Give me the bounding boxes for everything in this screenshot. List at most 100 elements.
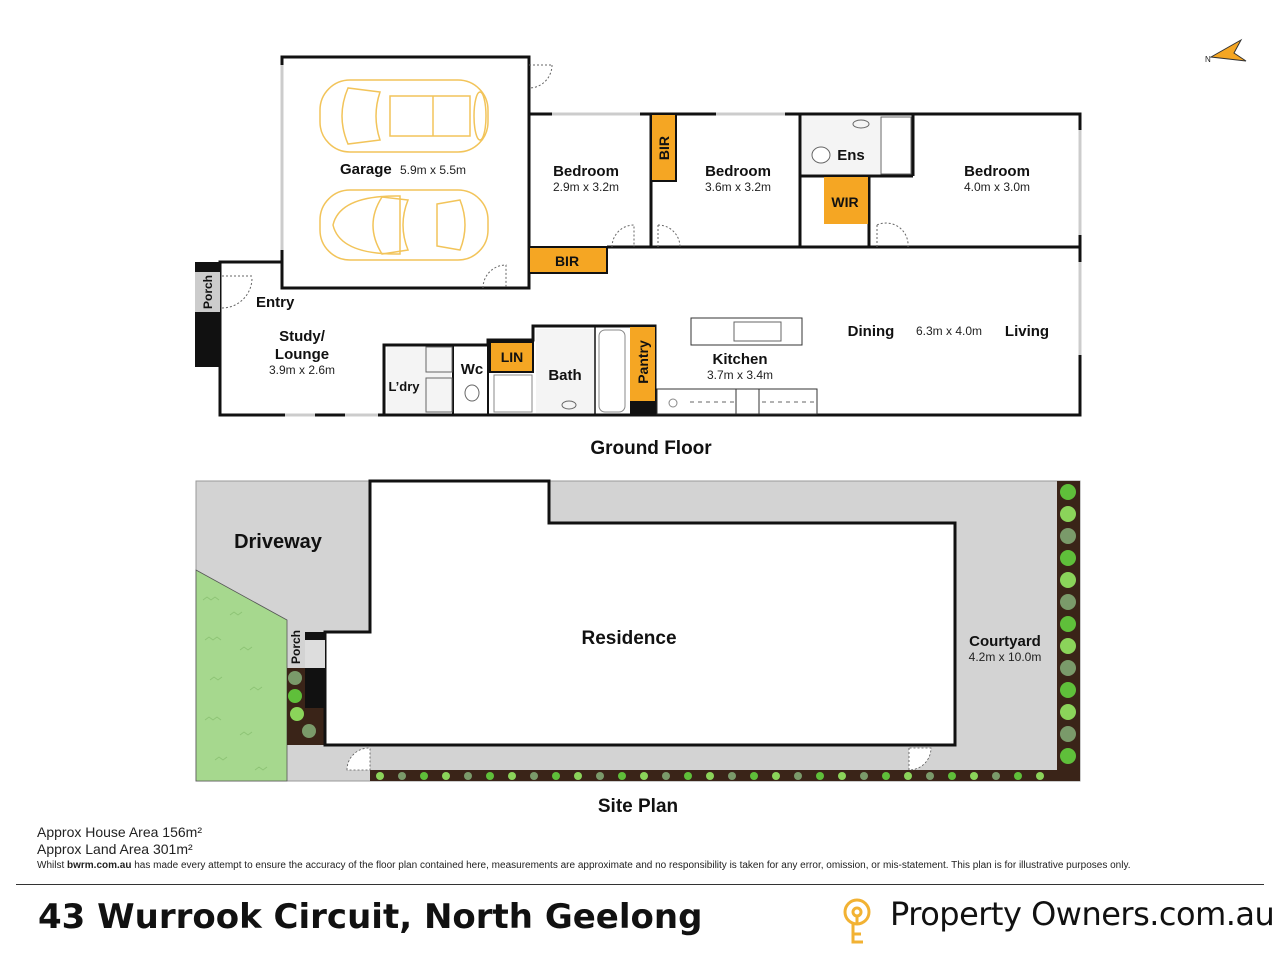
plant-icon (302, 724, 316, 738)
plant-icon (618, 772, 626, 780)
lightbulb-logo-icon (843, 898, 871, 944)
disclaimer-text: has made every attempt to ensure the acc… (131, 860, 1131, 871)
plant-icon (1060, 506, 1076, 522)
plant-icon (1060, 484, 1076, 500)
plant-icon (772, 772, 780, 780)
toilet-icon (811, 146, 831, 164)
gate-swing (346, 747, 371, 771)
wc-label: Wc (461, 361, 484, 378)
house-area: Approx House Area 156m² (37, 824, 202, 840)
plant-icon (816, 772, 824, 780)
bir2-label: BIR (656, 136, 672, 160)
footer-divider (16, 884, 1264, 885)
property-address: 43 Wurrook Circuit, North Geelong (38, 897, 703, 937)
study-size: 3.9m x 2.6m (269, 363, 335, 377)
garage-size: 5.9m x 5.5m (400, 163, 466, 177)
linen-closet (489, 341, 534, 373)
plant-icon (662, 772, 670, 780)
plant-icon (706, 772, 714, 780)
area-notes: Approx House Area 156m² Approx Land Area… (37, 824, 202, 858)
laundry-label: L’dry (388, 379, 420, 394)
plant-icon (464, 772, 472, 780)
wir-label: WIR (831, 194, 858, 210)
brand-name: Property Owners.com.au (890, 895, 1275, 933)
disclaimer: Whilst bwrm.com.au has made every attemp… (37, 860, 1130, 871)
garden-bed (370, 770, 1080, 781)
plant-icon (992, 772, 1000, 780)
bath-tiles (536, 329, 594, 413)
plant-icon (1060, 528, 1076, 544)
plant-icon (728, 772, 736, 780)
basin-icon (852, 119, 870, 129)
plant-icon (750, 772, 758, 780)
linen-label: LIN (501, 349, 524, 365)
bir-closet-1 (528, 246, 608, 274)
door-swing (876, 222, 909, 248)
wall (305, 632, 325, 640)
plant-icon (904, 772, 912, 780)
wall (630, 401, 655, 415)
plant-icon (530, 772, 538, 780)
courtyard-label: Courtyard (969, 633, 1041, 650)
tub-icon (425, 346, 453, 373)
plant-icon (552, 772, 560, 780)
plant-icon (1060, 594, 1076, 610)
study-label-line2: Lounge (275, 346, 329, 363)
wet-areas-wall (382, 324, 657, 415)
courtyard-size: 4.2m x 10.0m (969, 650, 1042, 664)
plant-icon (882, 772, 890, 780)
plants (288, 484, 1076, 780)
site-porch-label: Porch (289, 630, 303, 664)
plant-icon (1060, 660, 1076, 676)
bedroom1-size: 2.9m x 3.2m (553, 180, 619, 194)
residence-footprint (323, 479, 957, 747)
plant-icon (376, 772, 384, 780)
ensuite-label: Ens (837, 147, 865, 164)
north-arrow-icon: N (1205, 38, 1247, 64)
door-swing (528, 64, 553, 89)
shower-icon (493, 374, 533, 413)
ground-floor: Garage 5.9m x 5.5m Bedroom 2.9m x 3.2m B… (195, 55, 1082, 459)
plant-icon (420, 772, 428, 780)
laundry-tiles (387, 347, 451, 413)
north-label: N (1205, 55, 1211, 64)
plant-icon (596, 772, 604, 780)
bir1-label: BIR (555, 253, 579, 269)
plant-icon (1060, 726, 1076, 742)
door-swing (611, 224, 635, 248)
plant-icon (838, 772, 846, 780)
porch (195, 272, 220, 312)
garage-label: Garage (340, 161, 392, 178)
disclaimer-prefix: Whilst (37, 860, 67, 871)
plant-icon (860, 772, 868, 780)
plant-icon (1060, 550, 1076, 566)
study-label-line1: Study/ (279, 328, 326, 345)
bir-closet-2 (650, 113, 677, 182)
dining-living-size: 6.3m x 4.0m (916, 324, 982, 338)
plant-icon (1060, 704, 1076, 720)
plant-icon (948, 772, 956, 780)
plant-icon (1060, 748, 1076, 764)
plant-icon (794, 772, 802, 780)
dining-label: Dining (848, 323, 895, 340)
sink-icon (733, 321, 782, 342)
plant-icon (1060, 638, 1076, 654)
living-label: Living (1005, 323, 1049, 340)
bedroom2-label: Bedroom (705, 163, 771, 180)
bathtub-icon (598, 329, 626, 413)
site-plan: Driveway Residence Porch Courtyard 4.2m … (195, 479, 1081, 817)
pantry-label: Pantry (635, 340, 651, 384)
plant-icon (1036, 772, 1044, 780)
wir-closet (824, 177, 868, 224)
entry-label: Entry (256, 294, 295, 311)
fridge-icon (668, 398, 678, 408)
ground-floor-title: Ground Floor (590, 438, 712, 459)
plant-icon (1060, 682, 1076, 698)
wall (305, 668, 325, 708)
gate-swing (908, 747, 932, 771)
toilet-icon (464, 384, 480, 402)
porch-label: Porch (201, 275, 215, 309)
shower-icon (880, 116, 912, 175)
bath-label: Bath (548, 367, 581, 384)
